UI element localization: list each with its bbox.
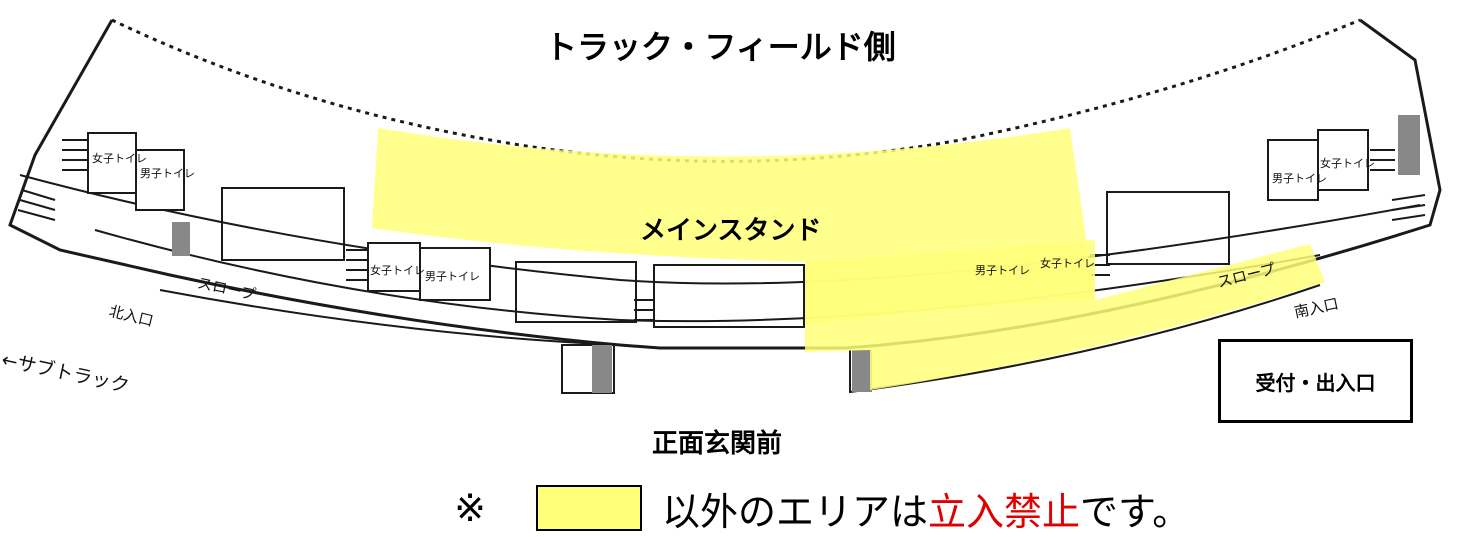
stair-hatch-left [592,345,612,393]
front-entrance-label: 正面玄関前 [652,429,783,459]
notice-text-restricted: 立入禁止 [928,489,1081,534]
inner-line-lower [159,289,621,346]
track-field-side-label: トラック・フィールド側 [545,28,896,66]
room [653,264,805,328]
room [1106,191,1230,265]
mens-toilet-label: 男子トイレ [425,270,480,283]
stadium-floor-map [8,18,1442,394]
mens-toilet-label: 男子トイレ [975,264,1030,277]
reception-entrance-box: 受付・出入口 [1218,339,1413,423]
toilet-block [419,247,491,301]
mens-toilet-label: 男子トイレ [1272,172,1327,185]
stair-hatch [1398,115,1420,175]
stair-hatch-right [852,350,872,392]
main-stand-label: メインスタンド [640,216,822,246]
allowed-area-swatch [536,485,642,531]
front-entrance-block-left [561,344,615,394]
restricted-area-notice: ※ 以外のエリアは立入禁止です。 [440,480,1190,536]
womens-toilet-label: 女子トイレ [92,152,147,165]
notice-text-before: 以外のエリアは [662,489,929,534]
womens-toilet-label: 女子トイレ [1320,157,1375,170]
stair-hatch [172,222,190,256]
reception-label: 受付・出入口 [1255,370,1376,395]
toilet-block [1317,129,1369,191]
inner-line-upper [19,174,1421,285]
notice-mark: ※ [454,486,486,530]
womens-toilet-label: 女子トイレ [370,264,425,277]
room [221,187,345,261]
allowed-area [372,128,1325,390]
notice-text-after: です。 [1080,489,1191,534]
toilet-block [135,149,185,211]
stairs [17,139,1426,321]
mens-toilet-label: 男子トイレ [140,167,195,180]
womens-toilet-label: 女子トイレ [1040,257,1095,270]
room [515,261,637,323]
